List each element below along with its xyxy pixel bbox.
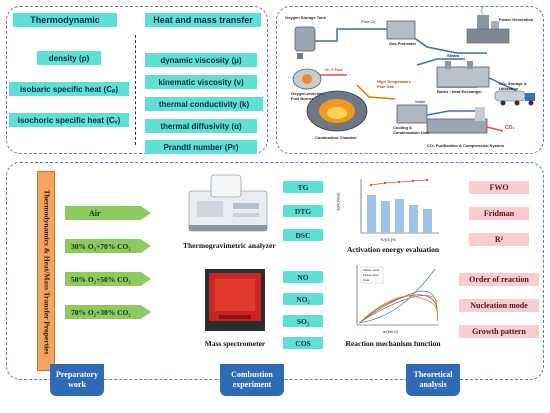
label-co2-storage: CO₂ Storage & Utilization (499, 81, 527, 91)
ea-bar-3 (395, 199, 404, 233)
prandtl-number-item: Prandtl number (Pr) (145, 140, 257, 154)
reaction-mechanism-chart (343, 261, 443, 335)
output-dtg: DTG (283, 205, 323, 217)
mech-legend-3: Data (363, 278, 370, 282)
mech-curve-5 (358, 295, 438, 324)
vertical-title-box: Thermodynamics & Heat/Mass Transfer Prop… (37, 171, 55, 371)
atmosphere-50-o2: 50% O₂+50% CO₂ (65, 272, 151, 286)
label-purification: CO₂ Purification & Compression System (427, 143, 504, 148)
output-cos: COS (283, 337, 323, 349)
activation-chart-xlabel: E/(O₂)% (381, 237, 396, 242)
label-pure-o2: Pure O₂ (361, 19, 376, 24)
isobaric-heat-item: isobaric specific heat (Cₚ) (9, 82, 129, 96)
atmosphere-30-o2: 30% O₂+70% CO₂ (65, 239, 151, 253)
kinetics-fwo: FWO (469, 181, 529, 194)
atmosphere-70-o2: 70% O₂+30% CO₂ (65, 305, 151, 319)
vertical-title-text: Thermodynamics & Heat/Mass Transfer Prop… (42, 189, 52, 355)
label-flue-gas: High Temperature Flue Gas (377, 79, 411, 89)
atmosphere-50-o2-label: 50% O₂+50% CO₂ (71, 274, 131, 284)
kinetics-growth: Growth pattern (459, 325, 539, 338)
label-steam: Steam (447, 53, 460, 58)
reaction-mechanism-label: Reaction mechanism function (345, 339, 441, 348)
tga-label: Thermogravimetric analyzer (183, 241, 276, 250)
thermal-diffusivity-item: thermal diffusivity (α) (145, 119, 257, 133)
output-no: NO (283, 271, 323, 283)
isochoric-heat-item: isochoric specific heat (Cᵥ) (9, 113, 129, 127)
tab-combustion-experiment: Combustion experiment (220, 364, 284, 396)
thermodynamic-header: Thermodynamic (13, 13, 117, 27)
divider-line (135, 35, 136, 145)
workflow-panel: Thermodynamics & Heat/Mass Transfer Prop… (6, 162, 544, 380)
thermal-conductivity-item: thermal conductivity (k) (145, 97, 263, 111)
process-diagram (292, 7, 535, 134)
activation-chart-ylabel: E/(kJ/mol) (335, 192, 341, 211)
heat-mass-transfer-header: Heat and mass transfer (145, 13, 261, 27)
mech-legend-2: Fitted curve (363, 273, 379, 277)
atmosphere-air: Air (65, 206, 151, 220)
label-oxygen-storage: Oxygen Storage Tank (285, 15, 326, 20)
kinetics-r2: R² (469, 233, 529, 246)
output-so2: SO₂ (283, 315, 323, 327)
output-no2: NO₂ (283, 293, 323, 305)
label-co2: CO₂ (505, 125, 515, 131)
ea-bar-1 (367, 195, 376, 233)
activation-energy-chart (343, 173, 443, 243)
kinetics-order: Order of reaction (459, 273, 539, 286)
kinetics-fridman: Fridman (469, 207, 529, 220)
mass-spectrometer-image (205, 269, 265, 331)
atmosphere-air-label: Air (89, 208, 101, 218)
output-dsc: DSC (283, 229, 323, 241)
output-tg: TG (283, 181, 323, 193)
mech-curve-3 (358, 294, 438, 324)
mech-curve-1 (358, 268, 436, 324)
atmosphere-30-o2-label: 30% O₂+70% CO₂ (71, 241, 131, 251)
kinematic-viscosity-item: kinematic viscosity (ν) (145, 75, 257, 89)
label-power-generation: Power Generation (499, 17, 534, 22)
ea-bar-4 (409, 205, 418, 233)
oxyfuel-process-panel: Pure O₂ Power Generation Oxygen Storage … (276, 6, 544, 154)
mech-curve-4 (358, 295, 438, 324)
label-water: Water (415, 99, 426, 104)
density-item: density (ρ) (37, 51, 101, 65)
tab-theoretical-analysis: Theoretical analysis (406, 364, 460, 396)
atmosphere-70-o2-label: 70% O₂+30% CO₂ (71, 307, 131, 317)
kinetics-nucleation: Nucleation mode (459, 299, 539, 312)
label-gas-preheater: Gas Preheater (389, 41, 417, 46)
mech-legend-1: Master plots (363, 268, 380, 272)
dynamic-viscosity-item: dynamic viscosity (μ) (145, 53, 257, 67)
ea-bar-2 (381, 201, 390, 233)
activation-energy-label: Activation energy evaluation (346, 245, 440, 254)
tab-preparatory-work: Preparatory work (50, 364, 104, 396)
ea-bar-5 (423, 209, 432, 233)
thermo-properties-panel: Thermodynamic Heat and mass transfer den… (6, 6, 268, 154)
label-boiler: Boiler / Heat Exchanger (437, 89, 482, 94)
label-o2-fuel: O₂ + Fuel (325, 67, 343, 72)
label-combustion-chamber: Combustion Chamber (315, 135, 357, 140)
ms-label: Mass spectrometer (204, 339, 266, 348)
thermogravimetric-analyzer-image (188, 174, 268, 232)
label-cooling-unit: Cooling & Condensation Unit (393, 125, 429, 135)
mech-chart-xlabel: α/(t/t0.5) (383, 329, 398, 334)
label-burner: Oxygen-enriched Fuel Burner (291, 91, 324, 101)
